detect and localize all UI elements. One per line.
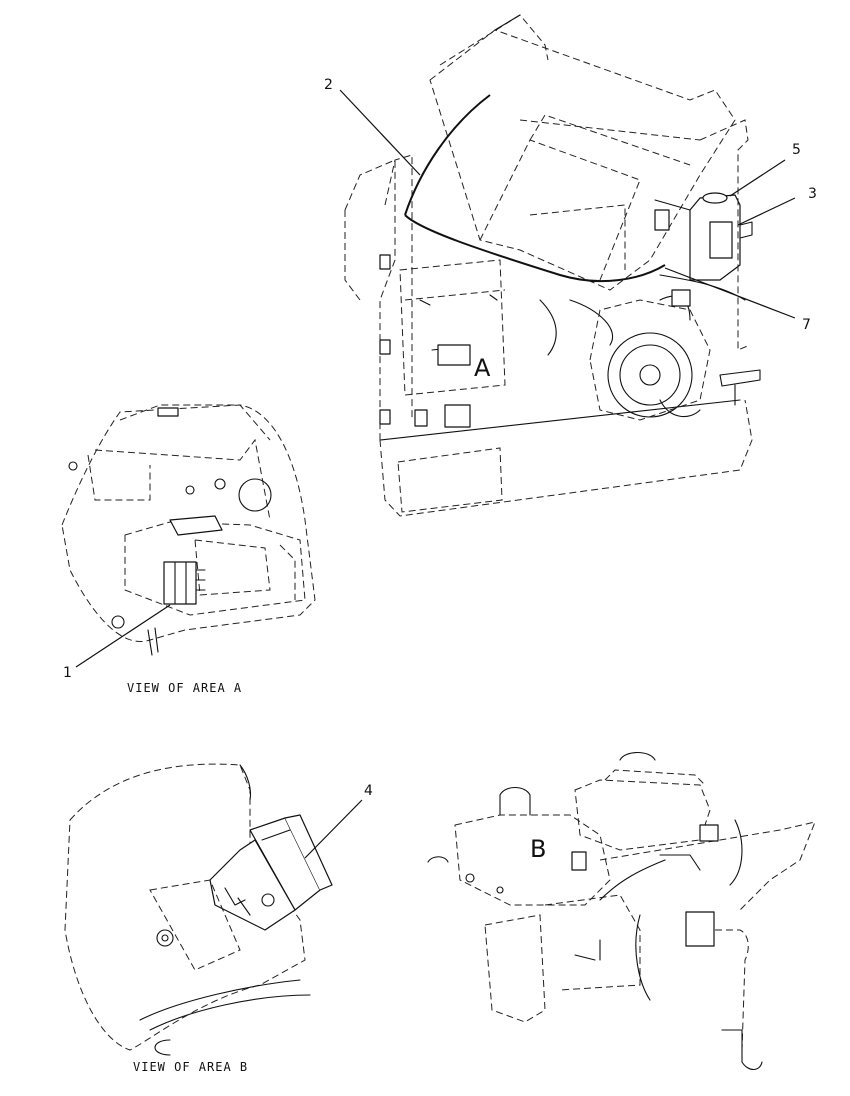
leader-7 — [664, 267, 796, 319]
callout-4: 4 — [364, 783, 373, 799]
callout-3: 3 — [808, 186, 817, 202]
leader-1 — [75, 604, 171, 668]
leader-3 — [737, 197, 796, 226]
leader-lines — [75, 89, 796, 859]
callout-7: 7 — [802, 317, 811, 333]
view-area-a-drawing — [61, 404, 316, 656]
caption-view-area-b: VIEW OF AREA B — [133, 1060, 249, 1074]
main-machine-view — [344, 14, 761, 517]
caption-view-area-a: VIEW OF AREA A — [127, 681, 243, 695]
callout-2: 2 — [324, 77, 333, 93]
leader-2 — [339, 89, 421, 176]
view-area-b-drawing — [64, 763, 333, 1056]
leader-5 — [729, 159, 786, 197]
engine-view-drawing — [427, 751, 816, 1071]
leader-4 — [304, 799, 363, 859]
area-label-b: B — [530, 835, 547, 863]
callout-1: 1 — [63, 665, 72, 681]
callout-5: 5 — [792, 142, 801, 158]
area-label-a: A — [474, 354, 491, 382]
